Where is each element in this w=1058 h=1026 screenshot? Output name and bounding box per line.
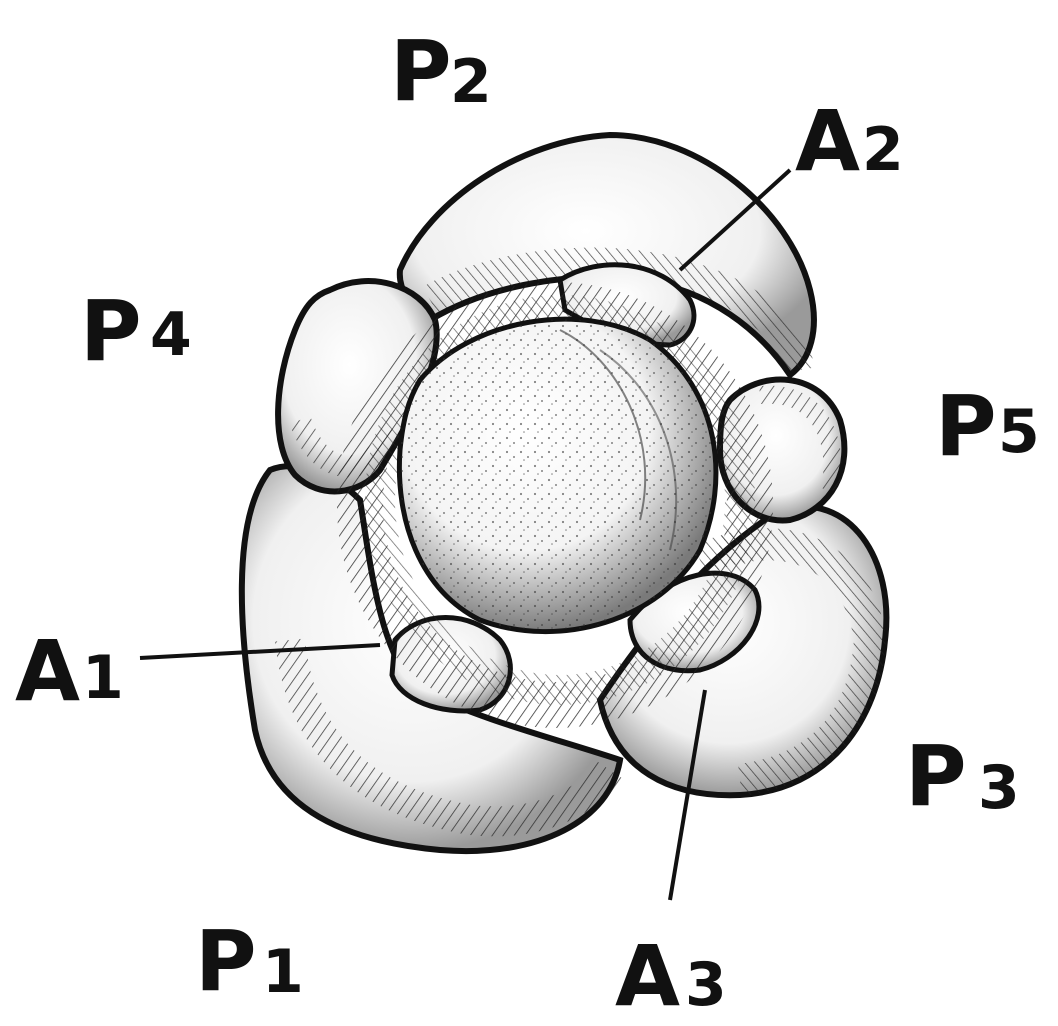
label-p2-sub: 2 [450, 47, 492, 117]
label-p2: P 2 [390, 22, 492, 120]
leader-line-a2 [678, 168, 792, 272]
label-p2-letter: P [390, 22, 452, 120]
label-p5-letter: P [935, 377, 997, 475]
label-a2: A 2 [795, 92, 904, 190]
label-p5: P 5 [935, 377, 1040, 475]
label-a1-letter: A [15, 622, 80, 720]
central-chamber [337, 282, 773, 728]
leader-line-a1 [139, 643, 381, 660]
label-a3-sub: 3 [685, 950, 727, 1020]
label-p1-sub: 1 [262, 937, 304, 1007]
label-a3: A 3 [615, 927, 727, 1025]
label-p4: P 4 [80, 282, 192, 380]
leader-lines [139, 168, 792, 901]
label-a1-sub: 1 [82, 643, 124, 713]
label-p3-sub: 3 [978, 753, 1020, 823]
label-p4-letter: P [80, 282, 142, 380]
label-p4-sub: 4 [150, 300, 192, 370]
label-p5-sub: 5 [998, 397, 1040, 467]
label-p1: P 1 [195, 912, 304, 1010]
label-a2-sub: 2 [862, 115, 904, 185]
label-p3: P 3 [905, 727, 1020, 825]
label-p1-letter: P [195, 912, 257, 1010]
label-a2-letter: A [795, 92, 860, 190]
label-p3-letter: P [905, 727, 967, 825]
label-a1: A 1 [15, 622, 124, 720]
label-a3-letter: A [615, 927, 680, 1021]
leader-line-a3 [668, 689, 707, 901]
